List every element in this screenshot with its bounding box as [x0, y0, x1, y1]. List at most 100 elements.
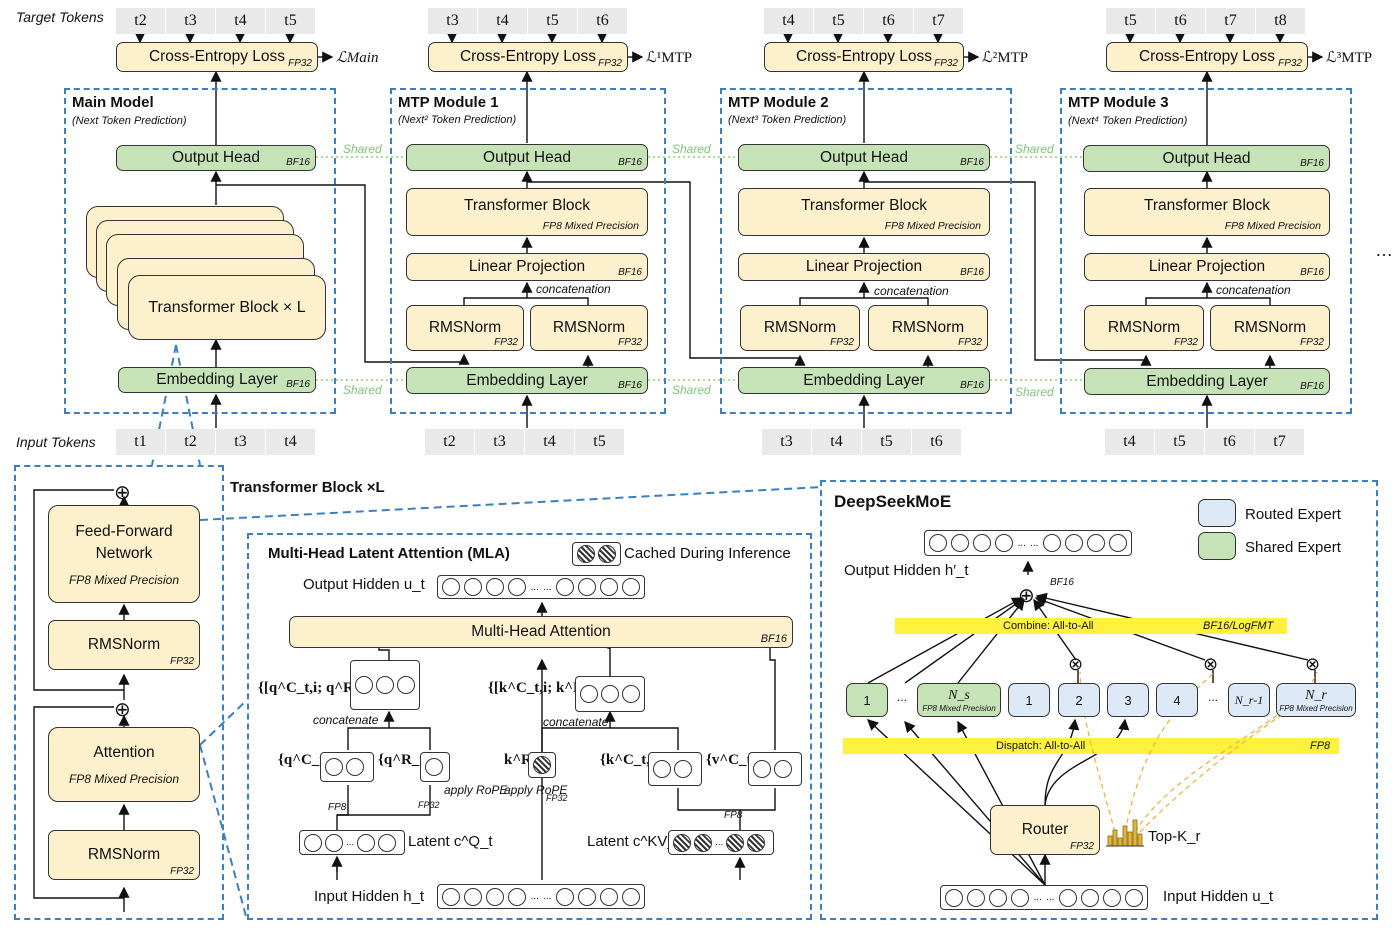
target-tokens-label: Target Tokens — [16, 9, 104, 25]
continuation-ellipsis: … — [1375, 240, 1392, 260]
legend-shared-label: Shared Expert — [1245, 539, 1341, 556]
embedding-label: Embedding Layer — [156, 371, 278, 388]
vector-oval-icon — [945, 888, 963, 907]
routed-expert-nr: N_r FP8 Mixed Precision — [1276, 683, 1356, 717]
rmsnorm-ffn: RMSNorm FP32 — [48, 620, 200, 670]
cross-entropy-label: Cross-Entropy Loss — [148, 48, 286, 65]
mla-input-hidden-label: Input Hidden h_t — [314, 888, 425, 905]
q-concat-heads — [350, 660, 420, 710]
mtp1-subtitle: (Next² Token Prediction) — [398, 114, 517, 126]
shared-label: Shared — [1015, 385, 1054, 399]
vector-ellipsis: ... — [715, 837, 724, 848]
vector-oval-icon — [989, 888, 1008, 907]
shared-expert-1: 1 — [846, 683, 888, 717]
legend-routed-label: Routed Expert — [1245, 506, 1341, 523]
mtp1-title: MTP Module 1 — [398, 94, 499, 111]
target-token: t3 — [166, 8, 215, 34]
shared-label: Shared — [672, 383, 711, 397]
linear-projection-label: Linear Projection — [805, 258, 923, 275]
transformer-stack-label: Transformer Block × L — [148, 298, 306, 316]
output-head-label: Output Head — [1162, 149, 1251, 167]
vector-oval-icon — [442, 578, 460, 596]
vector-ellipsis: ... — [530, 891, 539, 902]
embedding-label: Embedding Layer — [466, 371, 588, 389]
head-oval-icon — [753, 760, 771, 778]
main-model-title: Main Model — [72, 94, 154, 111]
shared-label: Shared — [672, 142, 711, 156]
mla-frame — [247, 533, 812, 920]
kr-vector — [528, 752, 556, 778]
vector-ellipsis: ... — [543, 581, 552, 593]
vector-oval-icon — [1124, 888, 1143, 907]
moe-output-hidden-label: Output Hidden h′_t — [844, 562, 969, 579]
topk-label: Top-K_r — [1148, 828, 1201, 845]
precision-label: BF16 — [960, 380, 984, 391]
main-model-frame — [64, 88, 336, 414]
input-token: t6 — [912, 429, 961, 455]
cached-oval-icon — [598, 545, 616, 563]
vector-oval-icon — [621, 578, 640, 596]
precision-label: FP32 — [1278, 58, 1302, 69]
kr-precision: FP32 — [546, 793, 568, 803]
vc-heads — [748, 752, 802, 786]
rmsnorm-label: RMSNorm — [87, 636, 161, 653]
input-token: t5 — [575, 429, 624, 455]
mtp-module-3-frame — [1060, 88, 1352, 414]
latent-q-label: Latent c^Q_t — [408, 833, 493, 850]
vector-oval-icon — [929, 534, 947, 552]
precision-label: FP32 — [288, 58, 312, 69]
vector-oval-icon — [1102, 888, 1121, 907]
precision-label: FP8 Mixed Precision — [1224, 220, 1321, 232]
latent-kv-vector: ... — [668, 830, 774, 855]
precision-label: FP32 — [958, 337, 982, 348]
precision-label: FP32 — [934, 58, 958, 69]
mtp2-subtitle: (Next³ Token Prediction) — [728, 114, 847, 126]
attention-block: Attention FP8 Mixed Precision — [48, 727, 200, 802]
input-token: t7 — [1255, 429, 1304, 455]
router-box: Router FP32 — [990, 805, 1100, 855]
precision-label: FP32 — [170, 656, 194, 667]
vector-oval-icon — [577, 887, 596, 906]
router-label: Router — [1021, 821, 1069, 838]
cached-oval-icon — [673, 833, 691, 852]
target-token: t8 — [1256, 8, 1305, 34]
input-token: t3 — [762, 429, 811, 455]
cached-oval-icon — [577, 545, 595, 563]
cached-label: Cached During Inference — [624, 545, 791, 562]
shared-label: Shared — [1015, 142, 1054, 156]
vector-ellipsis: ... — [1033, 892, 1042, 903]
precision-label: FP32 — [598, 58, 622, 69]
concatenation-label: concatenation — [536, 282, 611, 296]
gate-multiply-icon: ⊗ — [1305, 654, 1321, 674]
target-token: t7 — [1206, 8, 1255, 34]
moe-output-vector: ...... — [924, 530, 1132, 556]
input-token: t5 — [1155, 429, 1204, 455]
expert-label: 1 — [863, 692, 871, 708]
output-head-label: Output Head — [483, 148, 571, 166]
vector-oval-icon — [599, 578, 618, 596]
mla-title: Multi-Head Latent Attention (MLA) — [268, 545, 510, 562]
expert-label: 1 — [1025, 692, 1033, 708]
mtp-module-2-frame — [720, 88, 1012, 414]
main-model-subtitle: (Next Token Prediction) — [72, 115, 187, 127]
routed-expert-4: 4 — [1156, 683, 1198, 717]
vector-oval-icon — [967, 888, 986, 907]
moe-input-hidden-label: Input Hidden u_t — [1163, 888, 1274, 905]
cached-legend-swatch — [572, 542, 621, 566]
loss-mtp1: ℒ¹MTP — [646, 50, 693, 66]
kc-heads — [648, 752, 702, 786]
residual-add-icon: ⊕ — [114, 482, 131, 504]
vector-ellipsis: ... — [1046, 892, 1055, 903]
vector-oval-icon — [486, 578, 505, 596]
input-token: t4 — [525, 429, 574, 455]
output-hidden-vector: ...... — [437, 575, 645, 599]
router-precision: FP32 — [1070, 841, 1094, 852]
cached-oval-icon — [747, 833, 766, 852]
